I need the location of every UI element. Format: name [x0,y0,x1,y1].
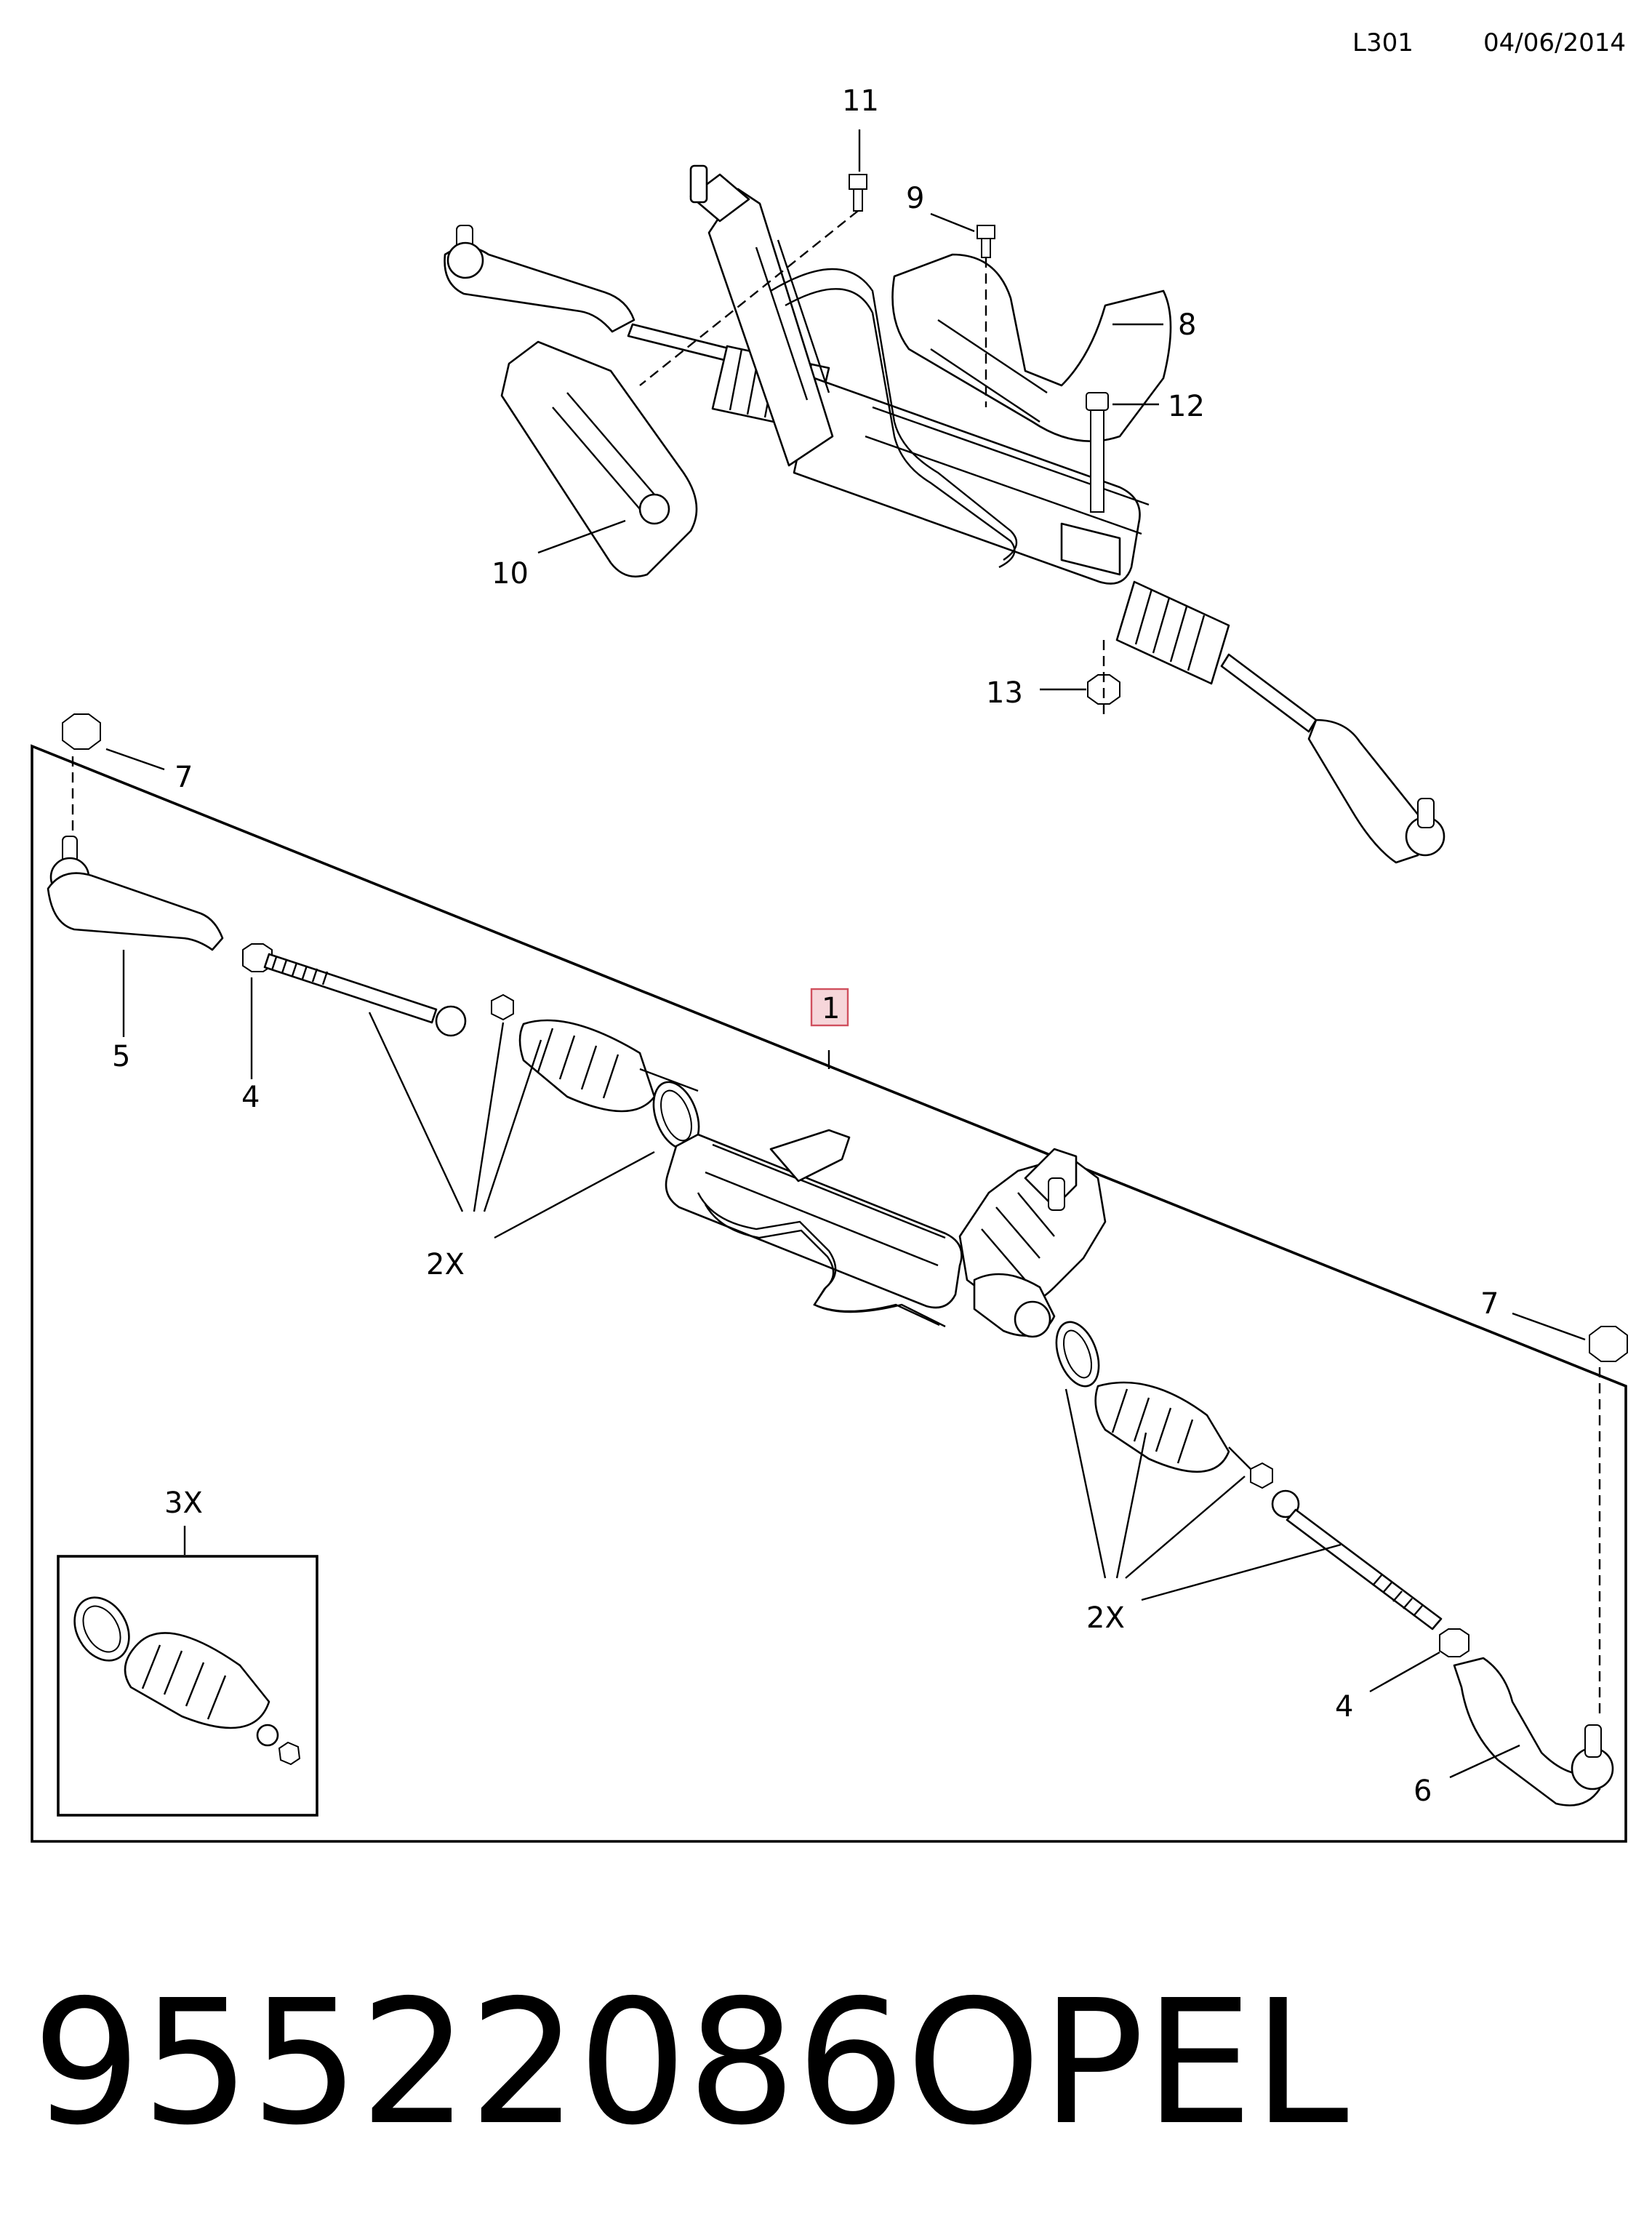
nut-7-left-illustration [62,713,101,750]
clip-left-illustration [491,993,514,1021]
clamp-ring-right-illustration [1055,1321,1100,1388]
bolt-12-illustration [1086,392,1109,513]
callout-4-right: 4 [1335,1690,1353,1724]
callout-13: 13 [986,676,1023,710]
callout-3x: 3X [164,1486,203,1520]
top-assembly-illustration [444,164,1446,864]
callout-8: 8 [1178,308,1196,342]
callout-5: 5 [112,1040,130,1073]
callout-2x-left: 2X [426,1248,465,1281]
callout-9: 9 [906,182,924,215]
callout-7-left: 7 [175,761,193,794]
callout-1-highlight [810,988,849,1027]
rack-housing-illustration [665,1129,963,1328]
lock-nut-4-right-illustration [1439,1628,1469,1657]
clip-right-illustration [1250,1462,1273,1489]
bellows-right-illustration [1094,1381,1251,1473]
bellows-kit-illustration [73,1596,301,1766]
bolt-9-illustration [977,225,995,258]
bolt-11-illustration [849,174,867,212]
callout-2x-right: 2X [1086,1601,1125,1635]
part-number: 95522086 [32,1963,905,2163]
tie-rod-end-6-illustration [1453,1657,1614,1806]
tie-rod-end-5-illustration [47,836,224,951]
callout-11: 11 [842,84,879,118]
nut-7-right-illustration [1589,1326,1628,1362]
assembly-frame [31,744,1627,1843]
callout-7-right: 7 [1480,1287,1499,1321]
inner-tie-rod-right-illustration [1271,1489,1443,1630]
callout-10: 10 [492,557,529,591]
mounting-bracket-illustration [891,253,1172,442]
pinion-valve-illustration [958,1148,1107,1338]
brand-name: OPEL [906,1963,1349,2163]
callout-6: 6 [1414,1774,1432,1808]
callout-4-left: 4 [241,1081,260,1114]
diagram-code: L301 [1352,28,1414,57]
inset-kit-frame [57,1555,318,1817]
callout-1: 1 [822,992,840,1025]
inner-tie-rod-left-illustration [263,953,467,1037]
bellows-left-illustration [518,1019,699,1113]
heat-shield-illustration [500,340,698,578]
callout-12: 12 [1168,390,1205,423]
diagram-date: 04/06/2014 [1483,28,1626,57]
